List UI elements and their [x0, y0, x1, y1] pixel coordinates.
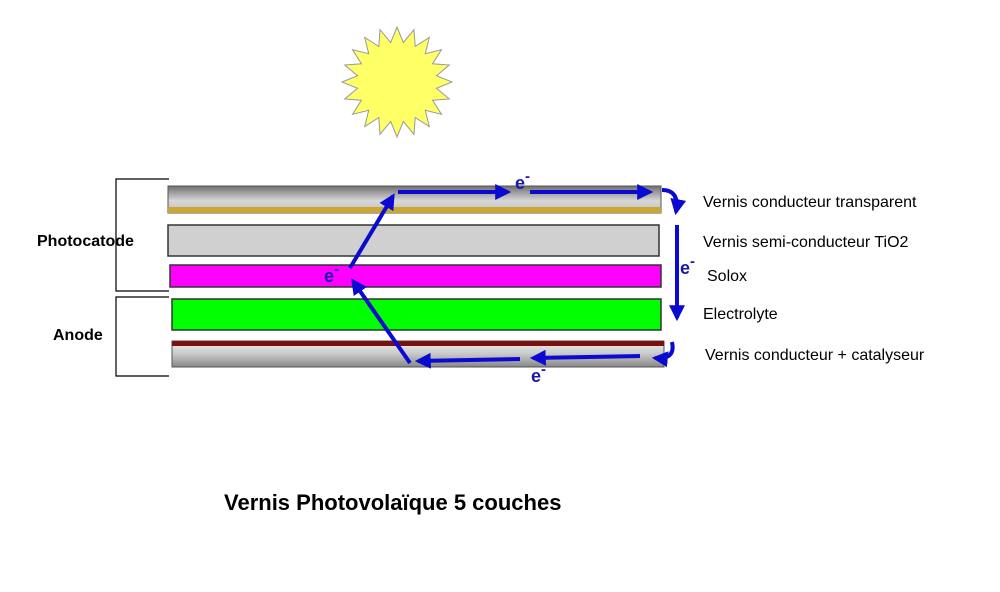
arrow-bottom-curve	[651, 341, 675, 368]
layer-label-conductor-catalyst: Vernis conducteur + catalyseur	[705, 347, 925, 364]
arrow-diag-up	[351, 278, 412, 365]
group-label-anode: Anode	[53, 327, 103, 344]
electron-label-bottom: e-	[531, 361, 546, 386]
layer-electrolyte	[171, 298, 662, 331]
arrow-bottom-2	[414, 352, 521, 369]
layer-tio2	[167, 224, 660, 257]
electron-label-top: e-	[515, 168, 530, 193]
sun-icon	[340, 25, 454, 139]
layer-label-tio2: Vernis semi-conducteur TiO2	[703, 234, 909, 251]
group-label-photocatode: Photocatode	[37, 233, 134, 250]
arrow-bottom-1	[529, 349, 641, 366]
diagram-title: Vernis Photovolaïque 5 couches	[224, 490, 561, 515]
layer-conductor-catalyst	[171, 340, 665, 368]
photocatode-bracket	[115, 178, 169, 292]
layer-label-electrolyte: Electrolyte	[703, 306, 778, 323]
layer-label-solox: Solox	[707, 268, 747, 285]
electron-label-middle: e-	[324, 261, 339, 286]
arrow-top-curve	[661, 188, 687, 216]
arrow-diag-up-2	[348, 193, 395, 270]
layer-solox	[169, 264, 662, 288]
layer-label-transparent-conductor: Vernis conducteur transparent	[703, 194, 917, 211]
electron-flow-arrows	[348, 184, 687, 369]
anode-bracket	[115, 296, 169, 377]
electron-label-right: e-	[680, 253, 695, 278]
